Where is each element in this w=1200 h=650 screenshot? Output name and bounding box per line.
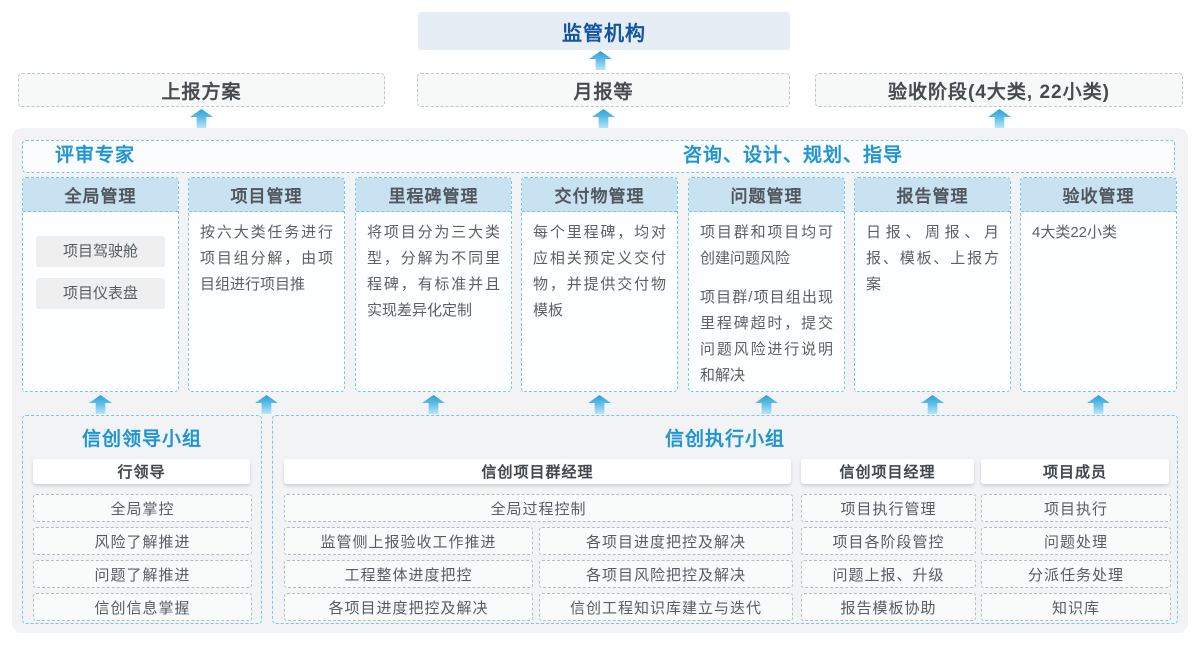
list-item: 问题处理 xyxy=(981,527,1171,555)
list-item: 各项目进度把控及解决 xyxy=(284,593,533,621)
column-milestone-management: 里程碑管理 将项目分为三大类型，分解为不同里程碑，有标准并且实现差异化定制 xyxy=(355,177,512,392)
column-global-management: 全局管理 项目驾驶舱 项目仪表盘 xyxy=(22,177,179,392)
up-arrow-icon xyxy=(755,395,778,414)
list-item: 全局过程控制 xyxy=(284,494,793,522)
column-title: 问题管理 xyxy=(689,178,844,212)
column-acceptance-management: 验收管理 4大类22小类 xyxy=(1020,177,1177,392)
list-item: 问题上报、升级 xyxy=(801,560,976,588)
up-arrow-icon xyxy=(988,109,1011,128)
up-arrow-icon xyxy=(921,395,944,414)
column-description: 日报、周报、月报、模板、上报方案 xyxy=(866,224,999,293)
stage-box-report-plan: 上报方案 xyxy=(18,73,385,107)
column-title: 验收管理 xyxy=(1021,178,1176,212)
up-arrow-icon xyxy=(89,395,112,414)
guide-header-label: 咨询、设计、规划、指导 xyxy=(683,145,904,166)
list-item: 风险了解推进 xyxy=(33,527,252,555)
list-item: 项目执行 xyxy=(981,494,1171,522)
role-program-manager: 信创项目群经理 xyxy=(284,459,791,484)
regulator-box: 监管机构 xyxy=(418,12,790,50)
panel-header: 评审专家 咨询、设计、规划、指导 xyxy=(22,140,1175,173)
up-arrow-icon xyxy=(592,109,615,128)
list-item: 项目执行管理 xyxy=(801,494,976,522)
list-item: 知识库 xyxy=(981,593,1171,621)
column-description: 按六大类任务进行项目组分解，由项目组进行项目推 xyxy=(200,224,333,293)
list-item: 报告模板协助 xyxy=(801,593,976,621)
group-title: 信创领导小组 xyxy=(81,429,202,450)
up-arrow-icon xyxy=(589,51,612,70)
group-title: 信创执行小组 xyxy=(664,429,785,450)
column-title: 里程碑管理 xyxy=(356,178,511,212)
list-item: 项目各阶段管控 xyxy=(801,527,976,555)
list-item: 问题了解推进 xyxy=(33,560,252,588)
list-item: 各项目进度把控及解决 xyxy=(539,527,793,555)
role-project-member: 项目成员 xyxy=(981,459,1169,484)
column-project-management: 项目管理 按六大类任务进行项目组分解，由项目组进行项目推 xyxy=(188,177,345,392)
column-description: 项目群/项目组出现里程碑超时，提交问题风险进行说明和解决 xyxy=(700,289,833,384)
column-report-management: 报告管理 日报、周报、月报、模板、上报方案 xyxy=(854,177,1011,392)
column-description: 4大类22小类 xyxy=(1032,224,1118,241)
leadership-group: 信创领导小组 行领导 全局掌控 风险了解推进 问题了解推进 信创信息掌握 xyxy=(22,415,262,624)
list-item: 信创信息掌握 xyxy=(33,593,252,621)
list-item: 工程整体进度把控 xyxy=(284,560,533,588)
column-title: 项目管理 xyxy=(189,178,344,212)
list-item: 监管侧上报验收工作推进 xyxy=(284,527,533,555)
expert-header-label: 评审专家 xyxy=(55,145,136,166)
up-arrow-icon xyxy=(190,109,213,128)
list-item: 分派任务处理 xyxy=(981,560,1171,588)
list-item: 全局掌控 xyxy=(33,494,252,522)
chip-project-cockpit: 项目驾驶舱 xyxy=(36,236,165,267)
chip-project-dashboard: 项目仪表盘 xyxy=(36,278,165,309)
role-bank-leader: 行领导 xyxy=(33,459,250,484)
column-title: 全局管理 xyxy=(23,178,178,212)
column-title: 交付物管理 xyxy=(522,178,677,212)
execution-group: 信创执行小组 信创项目群经理 全局过程控制 监管侧上报验收工作推进 工程整体进度… xyxy=(272,415,1178,624)
role-project-manager: 信创项目经理 xyxy=(801,459,974,484)
column-title: 报告管理 xyxy=(855,178,1010,212)
column-description: 项目群和项目均可创建问题风险 xyxy=(700,224,833,267)
list-item: 各项目风险把控及解决 xyxy=(539,560,793,588)
up-arrow-icon xyxy=(1087,395,1110,414)
column-issue-management: 问题管理 项目群和项目均可创建问题风险 项目群/项目组出现里程碑超时，提交问题风… xyxy=(688,177,845,392)
stage-box-monthly-report: 月报等 xyxy=(417,73,790,107)
list-item: 信创工程知识库建立与迭代 xyxy=(539,593,793,621)
column-description: 每个里程碑，均对应相关预定义交付物，并提供交付物模板 xyxy=(533,224,666,319)
column-deliverable-management: 交付物管理 每个里程碑，均对应相关预定义交付物，并提供交付物模板 xyxy=(521,177,678,392)
management-panel: 评审专家 咨询、设计、规划、指导 全局管理 项目驾驶舱 项目仪表盘 项目管理 按… xyxy=(12,128,1188,633)
up-arrow-icon xyxy=(255,395,278,414)
up-arrow-icon xyxy=(588,395,611,414)
stage-box-acceptance-phase: 验收阶段(4大类, 22小类) xyxy=(815,73,1183,107)
up-arrow-icon xyxy=(422,395,445,414)
column-description: 将项目分为三大类型，分解为不同里程碑，有标准并且实现差异化定制 xyxy=(367,224,500,319)
